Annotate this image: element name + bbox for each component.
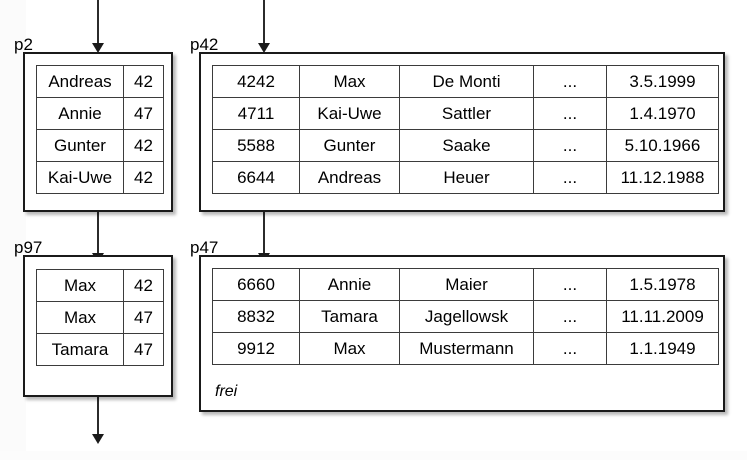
cell-firstname: Andreas — [299, 161, 400, 194]
cell-more: ... — [533, 129, 607, 162]
cell-bucket: 42 — [123, 129, 164, 162]
cell-date: 1.1.1949 — [606, 332, 719, 365]
cell-bucket: 47 — [123, 97, 164, 130]
cell-more: ... — [533, 300, 607, 333]
table-row: 4711 Kai-Uwe Sattler ... 1.4.1970 — [212, 97, 719, 130]
cell-lastname: Mustermann — [399, 332, 534, 365]
table-row: Annie 47 — [36, 97, 164, 130]
table-row: Andreas 42 — [36, 65, 164, 98]
cell-more: ... — [533, 161, 607, 194]
arrow-into-p2 — [92, 0, 104, 53]
cell-firstname: Max — [299, 65, 400, 98]
cell-key: Andreas — [36, 65, 124, 98]
table-row: Max 47 — [36, 301, 164, 334]
table-row: Gunter 42 — [36, 129, 164, 162]
cell-id: 6660 — [212, 268, 300, 301]
cell-firstname: Max — [299, 332, 400, 365]
cell-id: 4711 — [212, 97, 300, 130]
cell-more: ... — [533, 65, 607, 98]
table-row: 9912 Max Mustermann ... 1.1.1949 — [212, 332, 719, 365]
cell-date: 11.11.2009 — [606, 300, 719, 333]
cell-lastname: Heuer — [399, 161, 534, 194]
cell-key: Max — [36, 301, 124, 334]
table-row: 6644 Andreas Heuer ... 11.12.1988 — [212, 161, 719, 194]
cell-bucket: 47 — [123, 333, 164, 366]
index-table-p2: Andreas 42 Annie 47 Gunter 42 Kai-Uwe 42 — [36, 65, 164, 194]
cell-lastname: Saake — [399, 129, 534, 162]
table-row: Max 42 — [36, 269, 164, 302]
cell-bucket: 42 — [123, 269, 164, 302]
cell-key: Max — [36, 269, 124, 302]
cell-date: 5.10.1966 — [606, 129, 719, 162]
cell-more: ... — [533, 332, 607, 365]
cell-key: Tamara — [36, 333, 124, 366]
cell-bucket: 42 — [123, 65, 164, 98]
cell-id: 6644 — [212, 161, 300, 194]
cell-id: 9912 — [212, 332, 300, 365]
page-label-p97: p97 — [14, 238, 43, 257]
cell-more: ... — [533, 97, 607, 130]
cell-date: 3.5.1999 — [606, 65, 719, 98]
data-table-p42: 4242 Max De Monti ... 3.5.1999 4711 Kai-… — [212, 65, 719, 194]
cell-firstname: Annie — [299, 268, 400, 301]
cell-bucket: 47 — [123, 301, 164, 334]
cell-firstname: Kai-Uwe — [299, 97, 400, 130]
cell-date: 11.12.1988 — [606, 161, 719, 194]
cell-id: 8832 — [212, 300, 300, 333]
page-label-p47: p47 — [190, 238, 219, 257]
table-row: 8832 Tamara Jagellowsk ... 11.11.2009 — [212, 300, 719, 333]
cell-lastname: De Monti — [399, 65, 534, 98]
page-edge-tint-bottom — [0, 451, 747, 460]
data-table-p47: 6660 Annie Maier ... 1.5.1978 8832 Tamar… — [212, 268, 719, 365]
free-space-label: frei — [215, 383, 238, 400]
cell-date: 1.4.1970 — [606, 97, 719, 130]
cell-bucket: 42 — [123, 161, 164, 194]
table-row: 6660 Annie Maier ... 1.5.1978 — [212, 268, 719, 301]
index-table-p97: Max 42 Max 47 Tamara 47 — [36, 269, 164, 366]
table-row: Kai-Uwe 42 — [36, 161, 164, 194]
cell-key: Gunter — [36, 129, 124, 162]
cell-lastname: Jagellowsk — [399, 300, 534, 333]
cell-date: 1.5.1978 — [606, 268, 719, 301]
cell-key: Kai-Uwe — [36, 161, 124, 194]
table-row: 5588 Gunter Saake ... 5.10.1966 — [212, 129, 719, 162]
cell-id: 4242 — [212, 65, 300, 98]
arrow-out-of-p97 — [92, 397, 104, 444]
cell-id: 5588 — [212, 129, 300, 162]
page-label-p42: p42 — [190, 35, 219, 54]
cell-key: Annie — [36, 97, 124, 130]
arrow-into-p42 — [258, 0, 270, 53]
arrow-p2-to-p97 — [92, 212, 104, 263]
page-label-p2: p2 — [14, 35, 33, 54]
cell-firstname: Gunter — [299, 129, 400, 162]
table-row: 4242 Max De Monti ... 3.5.1999 — [212, 65, 719, 98]
page-edge-tint-left — [0, 0, 26, 460]
cell-more: ... — [533, 268, 607, 301]
table-row: Tamara 47 — [36, 333, 164, 366]
cell-firstname: Tamara — [299, 300, 400, 333]
arrow-p42-to-p47 — [258, 212, 270, 263]
cell-lastname: Maier — [399, 268, 534, 301]
cell-lastname: Sattler — [399, 97, 534, 130]
